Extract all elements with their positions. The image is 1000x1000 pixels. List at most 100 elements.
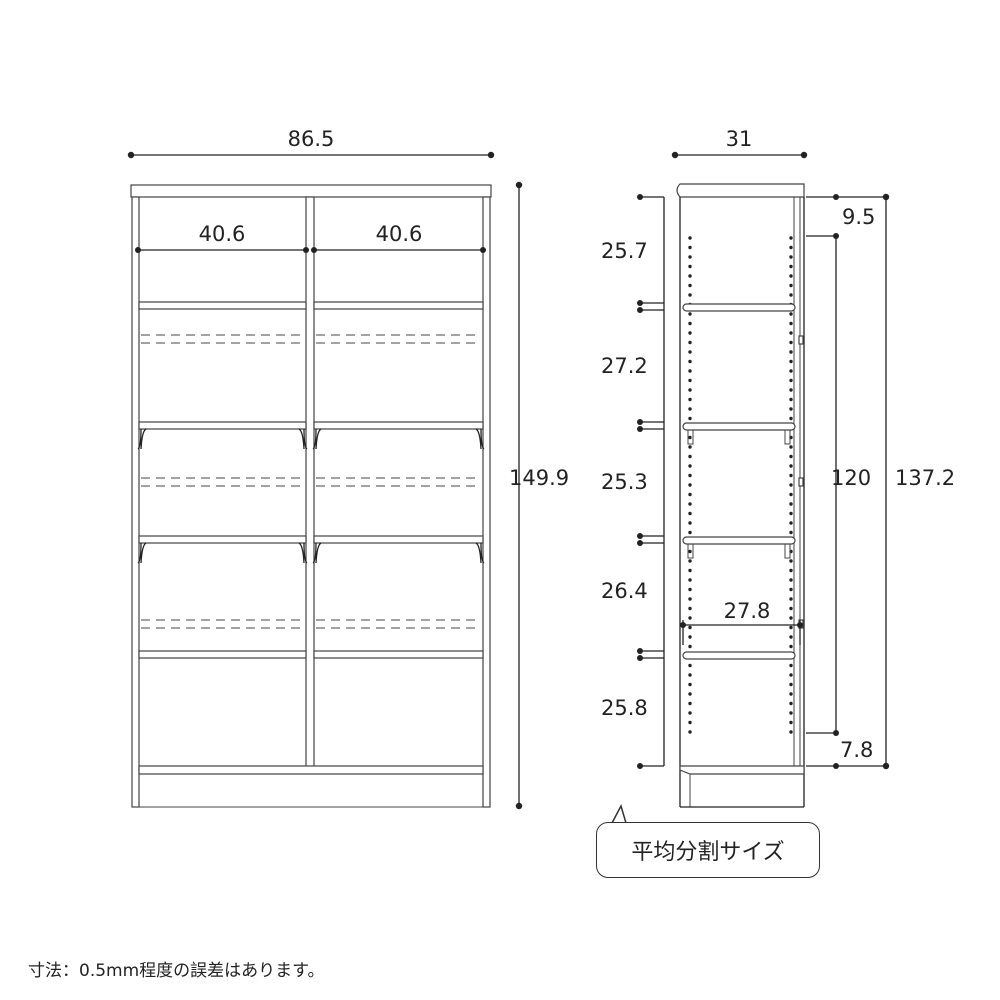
pin-hole [688, 635, 692, 639]
front-top-board [130, 184, 492, 198]
pin-hole [688, 521, 692, 525]
shelf-spacing-5-label: 25.8 [601, 696, 648, 720]
pin-hole [789, 445, 793, 449]
pin-hole [789, 597, 793, 601]
pin-hole [789, 673, 793, 677]
pin-hole [688, 416, 692, 421]
front-shelf [313, 301, 484, 310]
pin-hole [789, 483, 793, 487]
pin-hole [688, 597, 692, 601]
front-right-inner-width-label: 40.6 [376, 222, 423, 246]
pin-hole [789, 644, 793, 649]
pin-hole [789, 635, 793, 639]
front-left-inner-width-label: 40.6 [199, 222, 246, 246]
callout-label: 平均分割サイズ [631, 840, 785, 865]
front-shelf [138, 421, 307, 430]
pin-hole [789, 397, 793, 402]
front-shelf [138, 650, 307, 659]
tolerance-footnote: 寸法：0.5mm程度の誤差はあります。 [28, 961, 325, 981]
pin-hole [688, 483, 692, 487]
pin-hole [789, 359, 793, 364]
front-width-dimension: 86.5 [127, 127, 495, 159]
front-height-dimension: 149.9 [509, 181, 569, 810]
pin-hole [789, 720, 793, 725]
shelf-bracket [137, 542, 147, 564]
front-shelf [138, 301, 307, 310]
pin-hole [789, 416, 793, 421]
front-shelf [313, 421, 484, 430]
front-view: 86.5 40.6 40.6 149.9 [127, 127, 569, 810]
side-shelves [682, 303, 796, 660]
side-shelf [682, 422, 796, 431]
pin-hole [789, 464, 793, 468]
pin-hole [688, 711, 692, 715]
pin-hole [688, 264, 692, 269]
pin-hole [789, 340, 793, 345]
pin-hole [688, 625, 692, 630]
front-right-side-panel [482, 196, 491, 808]
side-shelf [682, 536, 796, 545]
pin-hole [789, 236, 793, 240]
pin-hole [688, 274, 692, 278]
pin-hole [789, 407, 793, 411]
front-shelves [138, 301, 484, 659]
bottom-offset-label: 7.8 [840, 738, 873, 762]
pin-hole [789, 283, 793, 288]
pin-hole [688, 388, 692, 392]
shelf-spacing-3-label: 25.3 [601, 470, 648, 494]
pin-hole [789, 730, 793, 734]
pin-hole [789, 492, 793, 497]
shelf-bracket [475, 428, 485, 450]
pin-hole [688, 511, 692, 516]
front-total-height-label: 149.9 [509, 466, 569, 490]
pin-hole [688, 530, 692, 535]
shelf-bracket [137, 428, 147, 450]
pin-hole [688, 236, 692, 240]
front-total-width-label: 86.5 [288, 127, 335, 151]
pin-hole [688, 293, 692, 297]
pin-hole [688, 587, 692, 592]
pin-hole [688, 359, 692, 364]
pin-hole [789, 388, 793, 392]
pin-hole [789, 255, 793, 259]
pin-hole [688, 369, 692, 373]
front-alternate-shelves [141, 334, 481, 629]
front-shelf [138, 535, 307, 544]
pin-hole [688, 283, 692, 288]
pin-hole [688, 397, 692, 402]
side-view: 31 27.8 25.7 27.2 25.3 26. [601, 127, 955, 824]
pin-hole [789, 682, 793, 687]
pin-hole [789, 711, 793, 715]
front-left-side-panel [131, 196, 140, 808]
pin-hole [789, 350, 793, 354]
pin-hole [688, 255, 692, 259]
pin-hole [789, 369, 793, 373]
pin-hole [789, 530, 793, 535]
pin-hole [789, 502, 793, 506]
pin-range-label: 120 [831, 466, 871, 490]
pin-hole [688, 312, 692, 316]
pin-hole [789, 293, 793, 297]
pin-hole [789, 692, 793, 696]
pin-hole [688, 559, 692, 563]
pin-hole [688, 692, 692, 696]
side-inner-height-dimension: 137.2 [836, 193, 955, 770]
pin-hole [688, 245, 692, 250]
pin-hole [688, 606, 692, 611]
side-depth-label: 31 [726, 127, 753, 151]
front-bottom-board [138, 765, 484, 775]
pin-hole [688, 673, 692, 677]
pin-hole [688, 407, 692, 411]
pin-hole [789, 511, 793, 516]
front-inner-width-dimensions: 40.6 40.6 [135, 222, 486, 253]
pin-hole [688, 473, 692, 478]
front-shelf [313, 535, 484, 544]
shelf-bracket [298, 542, 308, 564]
pin-hole [789, 701, 793, 706]
pin-hole [688, 321, 692, 326]
pin-hole [789, 616, 793, 620]
shelf-bracket [298, 428, 308, 450]
pin-hole [688, 454, 692, 459]
pin-hole [688, 502, 692, 506]
